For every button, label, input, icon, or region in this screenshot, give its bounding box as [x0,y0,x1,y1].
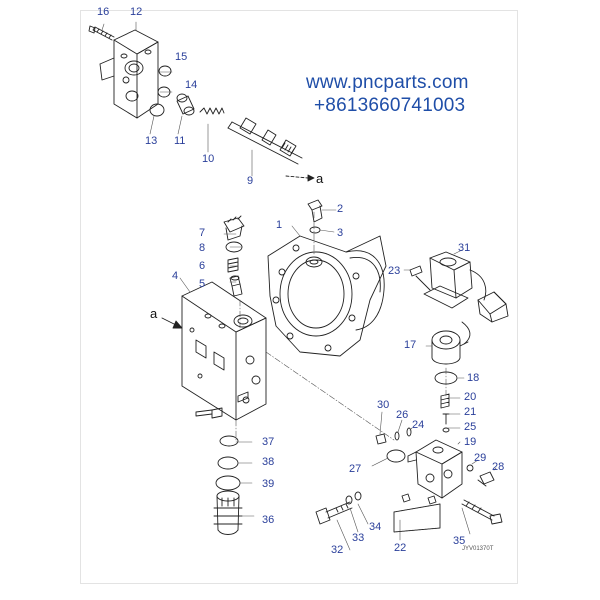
part-36-cartridge [213,490,243,535]
part-25-oring [442,427,450,433]
callout-6: 6 [199,260,206,272]
part-10-spring [199,107,225,115]
callout-4: 4 [172,270,179,282]
callout-1: 1 [276,219,283,231]
callout-19: 19 [464,436,477,448]
part-33-oring [345,495,353,505]
arrow-label-top: a [316,171,324,186]
callout-12: 12 [130,6,143,18]
part-17-solenoid [431,330,469,365]
callout-11: 11 [174,135,186,147]
part-6-spring [227,257,239,273]
part-16-screw [88,25,115,41]
callout-29: 29 [474,452,487,464]
watermark-website: www.pncparts.com [306,72,469,93]
part-1-housing [267,235,387,357]
callout-35: 35 [453,535,466,547]
arrow-label-left: a [150,306,158,321]
part-19-valve-body [407,439,463,499]
part-38-oring [217,456,239,470]
arrow-a-left [161,317,183,329]
part-28-screw [477,471,495,487]
part-12-valve-block [99,29,159,119]
part-13-oring [149,103,165,117]
part-22-bracket [393,493,441,533]
callout-38: 38 [262,456,275,468]
callout-34: 34 [369,521,382,533]
callout-18: 18 [467,372,480,384]
callout-31: 31 [458,242,471,254]
callout-8: 8 [199,242,206,254]
callout-32: 32 [331,544,344,556]
callout-28: 28 [492,461,505,473]
part-24-oring [406,427,412,437]
part-32-bolt [315,501,353,525]
part-9-spool [227,117,303,165]
drawing-code: JYV01370T [462,546,494,552]
callout-27: 27 [349,463,362,475]
part-37-oring [219,435,239,447]
part-11-bushing [176,93,195,116]
part-34-oring [354,491,362,501]
callout-14: 14 [185,79,198,91]
callout-20: 20 [464,391,477,403]
diagram-frame [80,10,518,584]
part-23-screw [409,265,431,291]
watermark-phone: +8613660741003 [314,95,466,116]
callout-17: 17 [404,339,417,351]
part-5-piston [229,275,243,297]
part-31-sensor [423,251,473,309]
leader-lines [101,21,497,551]
part-30-plug [375,433,387,445]
callout-22: 22 [394,542,407,554]
callout-25: 25 [464,421,477,433]
callout-13: 13 [145,135,158,147]
callout-15: 15 [175,51,188,63]
part-20-spring [440,393,450,409]
callout-3: 3 [337,227,344,239]
part-35-bolt [461,499,503,525]
part-2-screw [307,199,323,223]
part-21-pin [442,413,450,425]
callout-7: 7 [199,227,206,239]
callout-36: 36 [262,514,275,526]
callout-16: 16 [97,6,110,18]
part-4-valve-body [181,281,267,421]
part-27-oring [386,449,406,463]
part-3-oring [309,226,321,234]
callout-10: 10 [202,153,215,165]
callout-2: 2 [337,203,344,215]
callout-30: 30 [377,399,390,411]
callout-33: 33 [352,532,365,544]
part-31-connector [477,291,509,323]
callout-26: 26 [396,409,409,421]
part-39-oring [215,475,241,491]
part-7-plug [223,215,245,241]
callout-24: 24 [412,419,425,431]
arrow-a-top [285,174,315,182]
callout-37: 37 [262,436,275,448]
part-26-oring [394,431,400,441]
part-15-oring [158,65,172,77]
callout-39: 39 [262,478,275,490]
callout-9: 9 [247,175,254,187]
part-29-oring [466,464,474,472]
part-31-cable [461,269,487,345]
callout-21: 21 [464,406,477,418]
callout-23: 23 [388,265,401,277]
callout-5: 5 [199,278,206,290]
